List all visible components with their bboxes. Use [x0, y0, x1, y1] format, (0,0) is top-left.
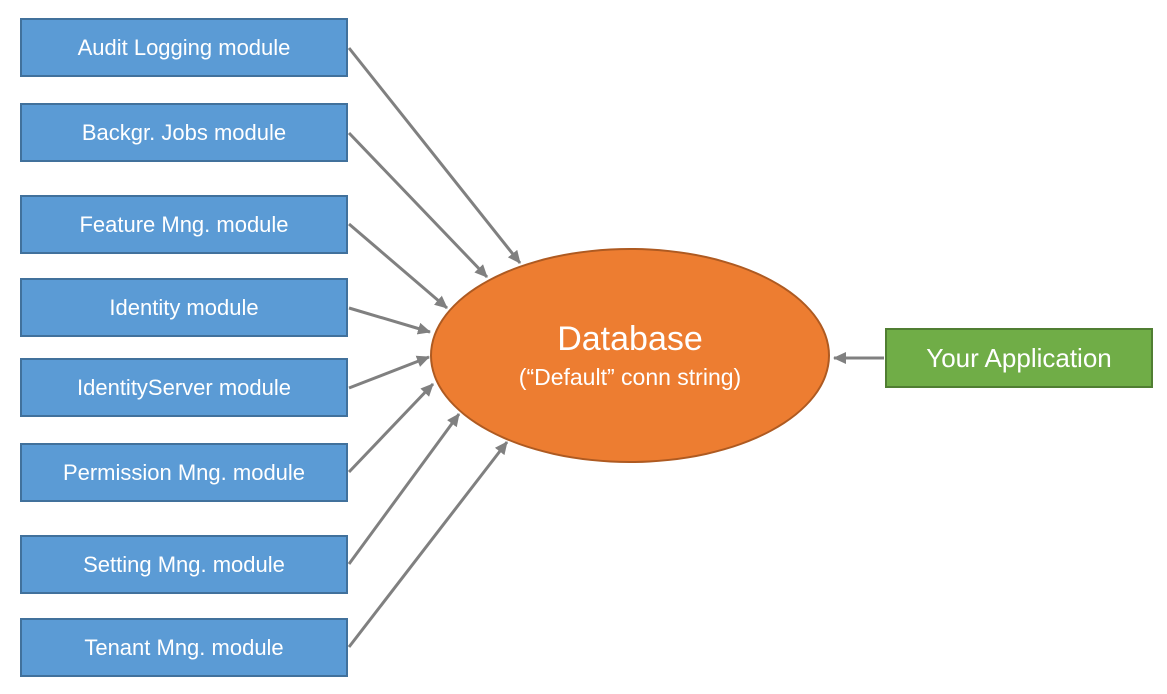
database-ellipse: Database (“Default” conn string) [430, 248, 830, 463]
database-subtitle: (“Default” conn string) [518, 364, 742, 391]
module-label: IdentityServer module [77, 374, 291, 400]
module-box-audit-logging: Audit Logging module [20, 18, 348, 77]
arrow-background-jobs-to-database [347, 131, 489, 279]
module-label: Identity module [109, 294, 259, 320]
module-box-background-jobs: Backgr. Jobs module [20, 103, 348, 162]
module-box-tenant-management: Tenant Mng. module [20, 618, 348, 677]
your-application-label: Your Application [926, 342, 1112, 373]
module-box-setting-management: Setting Mng. module [20, 535, 348, 594]
arrow-identity-server-to-database [348, 355, 430, 390]
database-title: Database [557, 319, 703, 358]
arrow-tenant-management-to-database [347, 441, 509, 648]
arrow-permission-management-to-database [347, 382, 435, 474]
module-label: Backgr. Jobs module [81, 119, 287, 145]
module-label: Permission Mng. module [62, 459, 306, 485]
arrow-feature-management-to-database [348, 222, 448, 310]
module-label: Setting Mng. module [83, 551, 285, 577]
module-box-permission-management: Permission Mng. module [20, 443, 348, 502]
module-label: Audit Logging module [77, 34, 291, 60]
module-label: Tenant Mng. module [84, 634, 284, 660]
arrow-audit-logging-to-database [347, 47, 522, 264]
your-application-box: Your Application [885, 328, 1153, 388]
module-box-feature-management: Feature Mng. module [20, 195, 348, 254]
module-box-identity-server: IdentityServer module [20, 358, 348, 417]
arrow-identity-to-database [348, 306, 431, 335]
module-label: Feature Mng. module [79, 211, 289, 237]
arrow-setting-management-to-database [347, 413, 461, 565]
module-box-identity: Identity module [20, 278, 348, 337]
